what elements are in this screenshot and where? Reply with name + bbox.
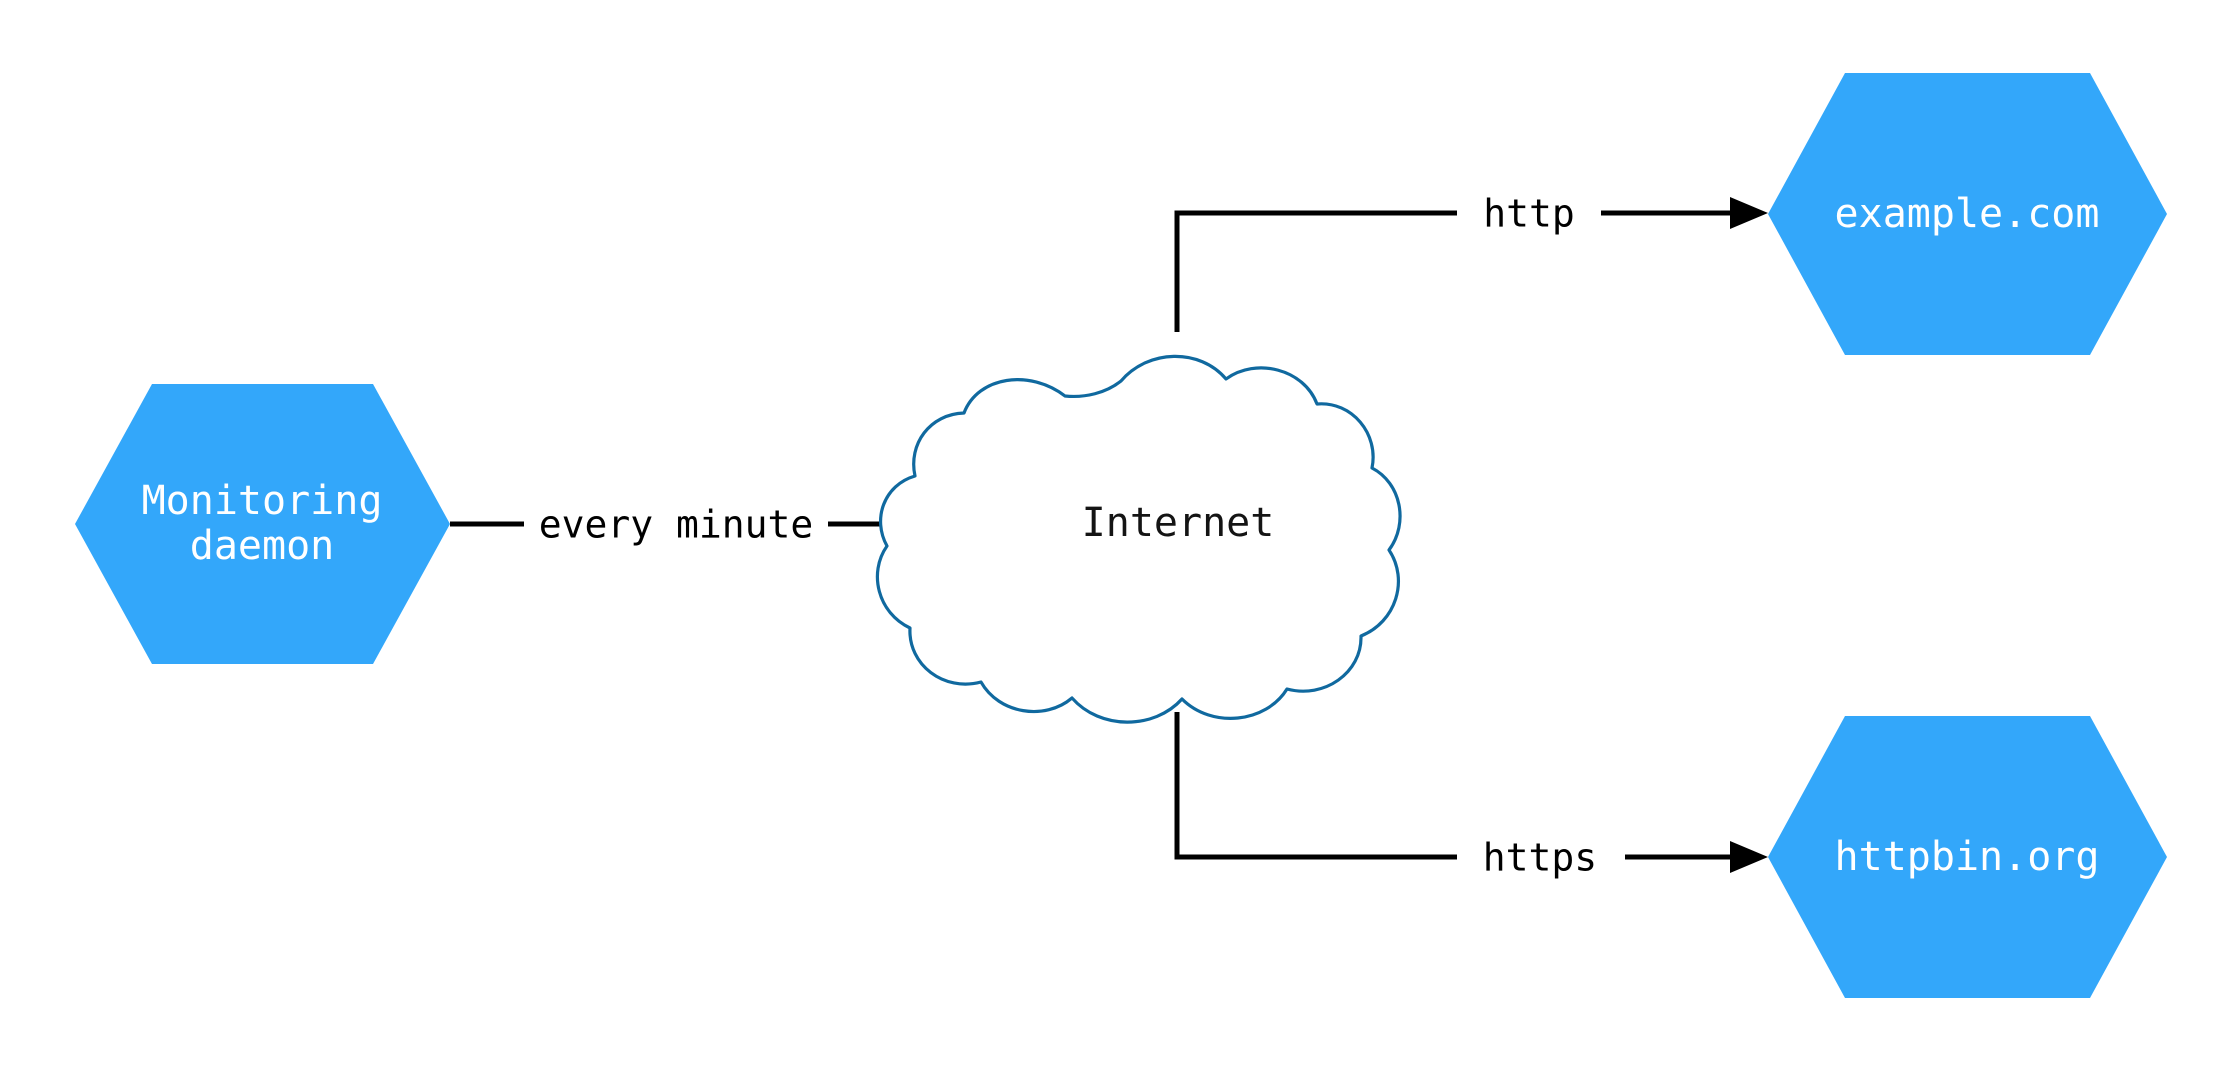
hexagon-shape xyxy=(1768,73,2167,355)
node-label-monitoring-daemon-line2: daemon xyxy=(190,523,335,569)
node-example-com[interactable]: example.com xyxy=(1768,73,2167,355)
edge-label-https: https xyxy=(1483,836,1597,880)
edge-path-https xyxy=(1174,712,1457,860)
edge-label-http: http xyxy=(1483,192,1575,236)
node-label-monitoring-daemon-line1: Monitoring xyxy=(142,478,383,524)
node-internet[interactable]: Internet xyxy=(875,354,1402,724)
cloud-shape xyxy=(875,354,1402,724)
node-monitoring-daemon[interactable]: Monitoring daemon xyxy=(75,384,450,664)
arrowhead-icon xyxy=(1730,841,1768,873)
node-httpbin-org[interactable]: httpbin.org xyxy=(1768,716,2167,998)
node-label-example-com: example.com xyxy=(1835,191,2100,237)
edge-label-every-minute: every minute xyxy=(539,503,814,547)
edge-path-http xyxy=(1174,210,1457,332)
node-label-httpbin-org: httpbin.org xyxy=(1835,834,2100,880)
edge-internet-to-httpbin[interactable]: https xyxy=(1174,712,1768,880)
arrowhead-icon xyxy=(1730,197,1768,229)
edge-internet-to-example[interactable]: http xyxy=(1174,192,1768,333)
node-label-internet: Internet xyxy=(1082,500,1275,546)
hexagon-shape xyxy=(1768,716,2167,998)
hexagon-shape xyxy=(75,384,450,664)
